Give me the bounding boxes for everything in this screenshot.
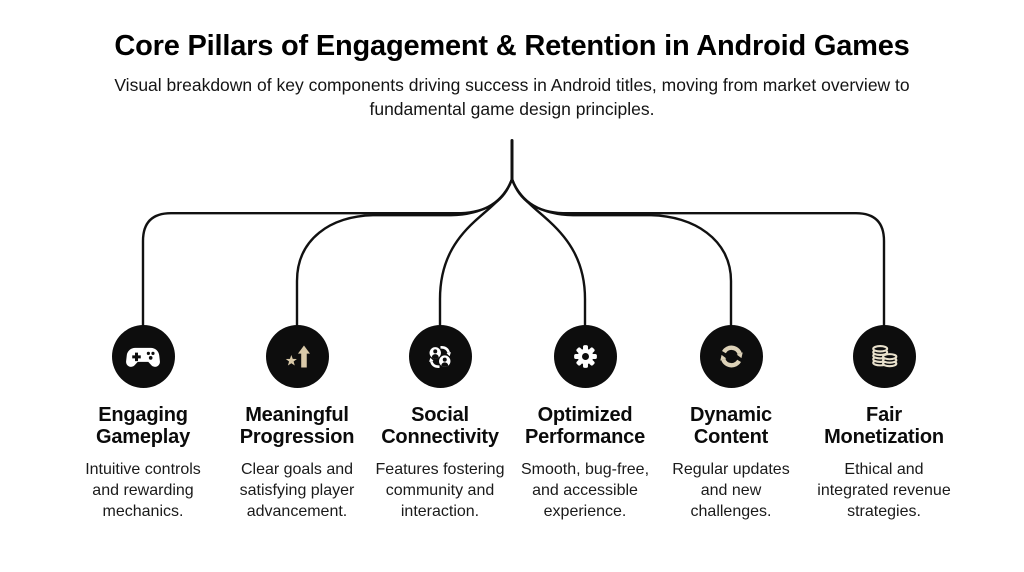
connector-branch-2 [295,177,514,328]
page-title: Core Pillars of Engagement & Retention i… [114,30,910,62]
pillar-description: Regular updates and new challenges. [672,460,790,520]
pillar-description: Ethical and integrated revenue strategie… [817,460,951,520]
header: Core Pillars of Engagement & Retention i… [0,0,1024,122]
pillar-title: Social Connectivity [381,404,499,449]
pillar-description: Clear goals and satisfying player advanc… [239,460,355,520]
page-subtitle: Visual breakdown of key components drivi… [114,75,910,120]
pillar-title: Engaging Gameplay [95,404,190,449]
star-arrow-up-icon [285,345,310,368]
pillar-title: Dynamic Content [690,404,772,449]
pillar-icon-badge [111,325,175,388]
pillar-title: Optimized Performance [524,404,646,449]
coin-stacks-icon [872,344,898,367]
pillar-icon-badge [852,325,916,388]
pillar-icon-badge [553,325,617,388]
pillar-fair-monetization: Fair Monetization Ethical and integrated… [804,325,964,523]
connector-branch-5 [510,177,733,328]
connector-branch-6 [510,177,886,328]
pillar-dynamic-content: Dynamic Content Regular updates and new … [651,325,811,523]
connector-branch-3 [438,177,514,328]
connector-branch-1 [141,177,514,328]
gamepad-icon [126,347,160,367]
pillar-description: Features fostering community and interac… [375,460,505,520]
sync-arrows-icon [719,345,743,368]
pillar-social-connectivity: Social Connectivity Features fostering c… [360,325,520,523]
user-exchange-icon [429,345,451,368]
pillar-icon-badge [265,325,329,388]
pillar-title: Meaningful Progression [239,404,355,449]
pillar-icon-badge [408,325,472,388]
gear-icon [573,345,597,368]
pillar-optimized-performance: Optimized Performance Smooth, bug-free, … [505,325,665,523]
pillar-description: Intuitive controls and rewarding mechani… [85,460,201,520]
pillar-title: Fair Monetization [824,404,944,449]
pillar-meaningful-progression: Meaningful Progression Clear goals and s… [217,325,377,523]
connector-branch-4 [510,177,587,328]
pillar-description: Smooth, bug-free, and accessible experie… [520,460,650,520]
pillar-engaging-gameplay: Engaging Gameplay Intuitive controls and… [63,325,223,523]
pillar-icon-badge [699,325,763,388]
